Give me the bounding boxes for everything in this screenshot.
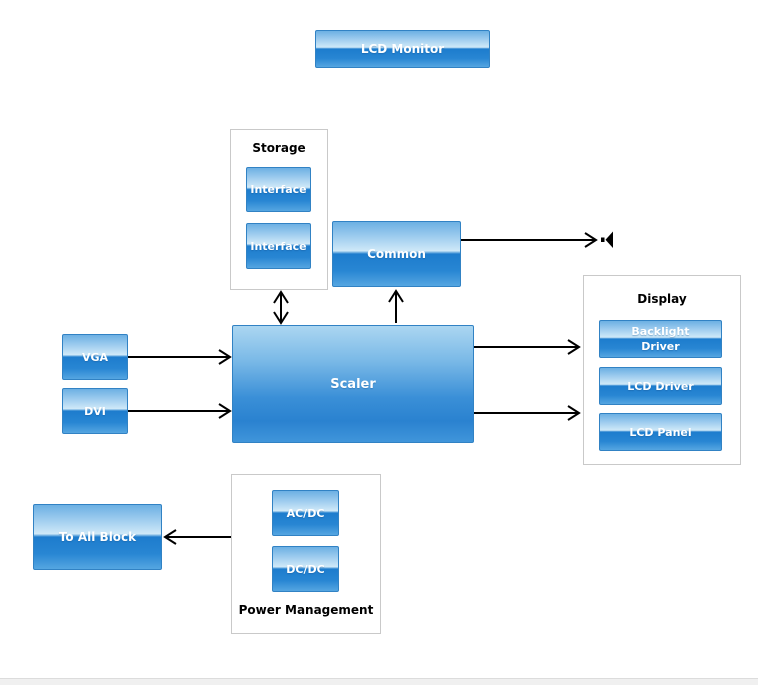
common-label: Common bbox=[367, 247, 426, 261]
acdc-label: AC/DC bbox=[286, 506, 325, 520]
storage-interface-label-2: Interface bbox=[250, 239, 307, 253]
dvi-label: DVI bbox=[84, 404, 106, 418]
arrow-scaler-to-backlight-driver bbox=[474, 339, 581, 355]
arrow-power-to-all-block bbox=[163, 529, 231, 545]
backlight-driver-label: Backlight Driver bbox=[631, 325, 690, 353]
dvi-block: DVI bbox=[62, 388, 128, 434]
lcd-driver-block: LCD Driver bbox=[599, 367, 722, 405]
arrow-scaler-to-common bbox=[388, 289, 404, 323]
vga-block: VGA bbox=[62, 334, 128, 380]
arrow-storage-scaler-bidirectional bbox=[273, 290, 289, 325]
scaler-block: Scaler bbox=[232, 325, 474, 443]
storage-group-title: Storage bbox=[252, 141, 306, 155]
arrow-vga-to-scaler bbox=[128, 349, 232, 365]
arrow-scaler-to-lcd-panel bbox=[474, 405, 581, 421]
to-all-block-block: To All Block bbox=[33, 504, 162, 570]
power-management-group-title: Power Management bbox=[238, 603, 374, 617]
vga-label: VGA bbox=[81, 350, 109, 364]
display-group-title: Display bbox=[637, 292, 687, 306]
lcd-monitor-block: LCD Monitor bbox=[315, 30, 490, 68]
scaler-label: Scaler bbox=[330, 376, 376, 392]
dcdc-block: DC/DC bbox=[272, 546, 339, 592]
dcdc-label: DC/DC bbox=[286, 562, 325, 576]
acdc-block: AC/DC bbox=[272, 490, 339, 536]
lcd-panel-block: LCD Panel bbox=[599, 413, 722, 451]
to-all-block-label: To All Block bbox=[58, 530, 137, 544]
arrow-common-to-speaker bbox=[461, 232, 598, 248]
common-block: Common bbox=[332, 221, 461, 287]
lcd-monitor-label: LCD Monitor bbox=[360, 42, 445, 56]
storage-interface-block-1: Interface bbox=[246, 167, 311, 212]
bottom-strip bbox=[0, 678, 758, 685]
backlight-driver-block: Backlight Driver bbox=[599, 320, 722, 358]
storage-interface-block-2: Interface bbox=[246, 223, 311, 269]
arrow-dvi-to-scaler bbox=[128, 403, 232, 419]
lcd-driver-label: LCD Driver bbox=[627, 379, 694, 393]
storage-interface-label-1: Interface bbox=[250, 183, 307, 196]
lcd-panel-label: LCD Panel bbox=[629, 425, 692, 439]
speaker-icon bbox=[601, 231, 613, 248]
